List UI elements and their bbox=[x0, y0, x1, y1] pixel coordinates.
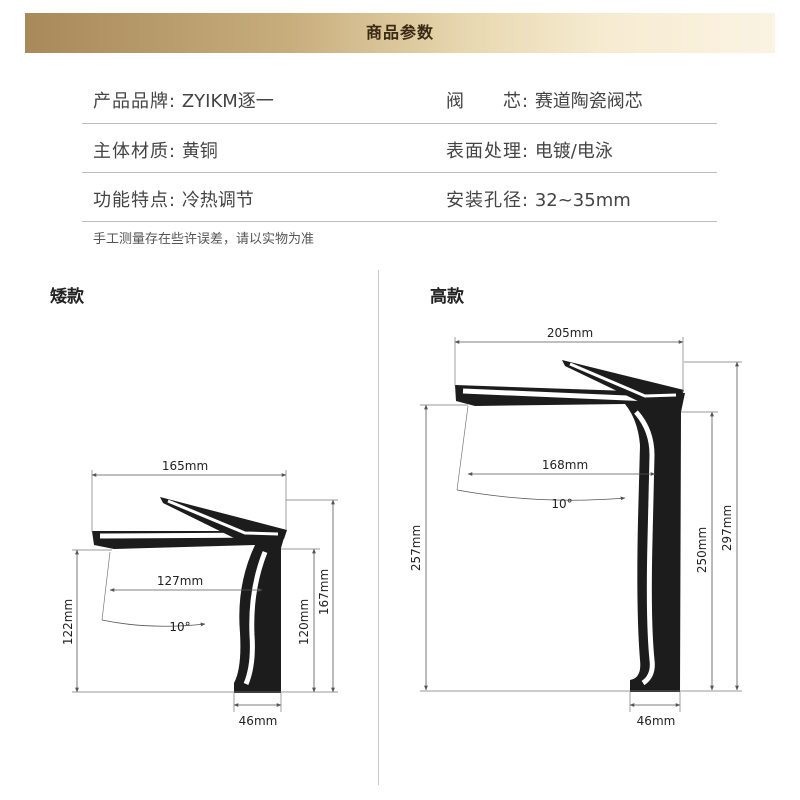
short-angle-label: 10° bbox=[169, 620, 190, 634]
short-base-label: 46mm bbox=[239, 714, 278, 728]
short-total-height-label: 167mm bbox=[317, 569, 331, 615]
short-faucet-body bbox=[92, 531, 286, 693]
spec-value: 黄铜 bbox=[181, 141, 218, 162]
short-model-title: 矮款 bbox=[50, 287, 84, 307]
tall-width-label: 205mm bbox=[547, 326, 593, 340]
short-width-label: 165mm bbox=[162, 459, 208, 473]
vertical-divider bbox=[378, 270, 379, 785]
spec-value: 32~35mm bbox=[534, 190, 631, 211]
short-spout-height-label: 120mm bbox=[297, 599, 311, 645]
spec-value: 电镀/电泳 bbox=[534, 141, 613, 162]
spec-cartridge: 阀 芯: 赛道陶瓷阀芯 bbox=[446, 87, 643, 113]
tall-total-height-label: 297mm bbox=[720, 505, 734, 551]
spec-divider bbox=[82, 221, 717, 222]
short-faucet-diagram: 165mm 127mm 10° 122mm 120mm 167mm 46mm bbox=[61, 459, 338, 728]
measurement-note: 手工测量存在些许误差，请以实物为准 bbox=[93, 232, 315, 247]
spec-finish: 表面处理: 电镀/电泳 bbox=[446, 137, 613, 163]
tall-spout-height-label: 250mm bbox=[695, 527, 709, 573]
tall-faucet-diagram: 205mm 168mm 10° 257mm 250mm 297mm 46mm bbox=[409, 326, 742, 728]
spec-value: 冷热调节 bbox=[181, 190, 254, 211]
short-reach-label: 127mm bbox=[157, 574, 203, 588]
tall-reach-label: 168mm bbox=[542, 458, 588, 472]
spec-material: 主体材质: 黄铜 bbox=[93, 137, 218, 163]
tall-angle-label: 10° bbox=[551, 497, 572, 511]
short-left-height-label: 122mm bbox=[61, 599, 75, 645]
tall-left-height-label: 257mm bbox=[409, 525, 423, 571]
header-banner: 商品参数 bbox=[25, 13, 775, 53]
spec-feature: 功能特点: 冷热调节 bbox=[93, 186, 254, 212]
spec-brand: 产品品牌: ZYIKM逐一 bbox=[93, 87, 274, 113]
spec-label: 主体材质: bbox=[93, 141, 177, 162]
spec-label: 产品品牌: bbox=[93, 91, 177, 112]
spec-label: 功能特点: bbox=[93, 190, 177, 211]
spec-label: 阀 芯: bbox=[446, 91, 530, 112]
spec-label: 表面处理: bbox=[446, 141, 530, 162]
spec-hole-size: 安装孔径: 32~35mm bbox=[446, 186, 631, 212]
page-title: 商品参数 bbox=[365, 23, 434, 42]
tall-base-label: 46mm bbox=[637, 714, 676, 728]
spec-value: ZYIKM逐一 bbox=[181, 91, 274, 112]
spec-divider bbox=[82, 123, 717, 124]
spec-value: 赛道陶瓷阀芯 bbox=[534, 91, 643, 112]
spec-divider bbox=[82, 172, 717, 173]
tall-faucet-body bbox=[455, 385, 685, 692]
tall-model-title: 高款 bbox=[430, 287, 464, 307]
spec-label: 安装孔径: bbox=[446, 190, 530, 211]
